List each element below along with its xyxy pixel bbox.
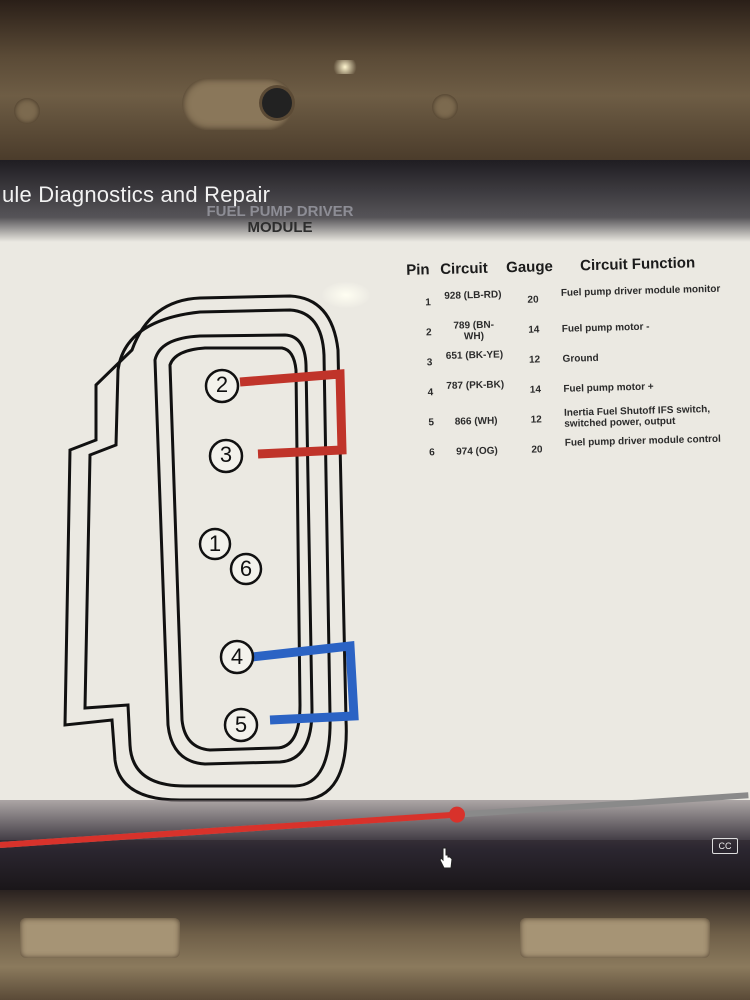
cell-circuit: 928 (LB-RD) [444, 289, 502, 302]
screen-glare [322, 282, 370, 308]
cell-circuit: 787 (PK-BK) [446, 379, 505, 392]
cell-circuit: 974 (OG) [456, 445, 498, 458]
connector-outer-shell [63, 294, 348, 802]
pin-5-circle [223, 707, 259, 743]
video-title-bar [0, 160, 750, 242]
cell-pin: 4 [427, 387, 434, 399]
pin-label-4: 4 [230, 644, 244, 669]
header-function: Circuit Function [579, 254, 696, 275]
connector-inner-cavity-2 [168, 346, 302, 752]
pin-3-circle [208, 438, 244, 474]
pin-2-circle [204, 368, 240, 404]
header-circuit: Circuit [439, 259, 488, 278]
cell-pin: 3 [426, 357, 433, 369]
laptop-bezel-top [0, 0, 750, 160]
cell-gauge: 12 [528, 354, 541, 366]
cell-gauge: 20 [527, 294, 539, 306]
cell-function: Inertia Fuel Shutoff IFS switch, switche… [563, 403, 711, 430]
bezel-dot-right [432, 94, 458, 120]
diagram-heading: FUEL PUMP DRIVER MODULE [180, 204, 380, 236]
cell-pin: 6 [429, 447, 435, 459]
cell-gauge: 14 [528, 324, 540, 336]
diagram-heading-line2: MODULE [247, 219, 313, 236]
cell-gauge: 12 [530, 414, 542, 426]
bezel-reflection [330, 60, 360, 74]
pin-label-5: 5 [234, 712, 248, 737]
diagram-heading-line1: FUEL PUMP DRIVER [206, 203, 354, 220]
pin-6-circle [229, 552, 263, 586]
bezel-dot-left [14, 98, 40, 124]
hinge-left [20, 918, 180, 958]
pin-label-1: 1 [208, 531, 222, 556]
header-pin: Pin [405, 261, 430, 279]
pin-label-3: 3 [219, 442, 233, 467]
connector-inner-cavity [153, 333, 314, 766]
pin-label-2: 2 [215, 372, 229, 397]
hinge-right [520, 918, 710, 958]
pin-1-circle [198, 527, 232, 561]
closed-captions-button[interactable]: CC [712, 838, 738, 854]
pin-label-6: 6 [239, 556, 253, 581]
cell-gauge: 14 [529, 384, 542, 396]
cell-circuit: 789 (BN-WH) [453, 319, 495, 343]
connector-diagram [63, 294, 359, 802]
hand-cursor-icon [439, 847, 453, 869]
cell-pin: 2 [425, 327, 432, 339]
player-controls [0, 800, 750, 890]
cell-circuit: 651 (BK-YE) [445, 349, 504, 362]
connector-mid-shell [83, 308, 332, 788]
blue-wire [251, 640, 359, 725]
cell-gauge: 20 [531, 444, 543, 456]
pin-4-circle [219, 639, 255, 675]
cell-pin: 5 [428, 417, 435, 429]
red-wire [239, 369, 347, 459]
cell-circuit: 866 (WH) [454, 415, 498, 428]
video-title[interactable]: ule Diagnostics and Repair [2, 182, 271, 207]
cell-pin: 1 [425, 297, 432, 309]
header-gauge: Gauge [505, 258, 554, 277]
video-frame[interactable] [0, 160, 750, 840]
webcam-icon [262, 88, 292, 118]
